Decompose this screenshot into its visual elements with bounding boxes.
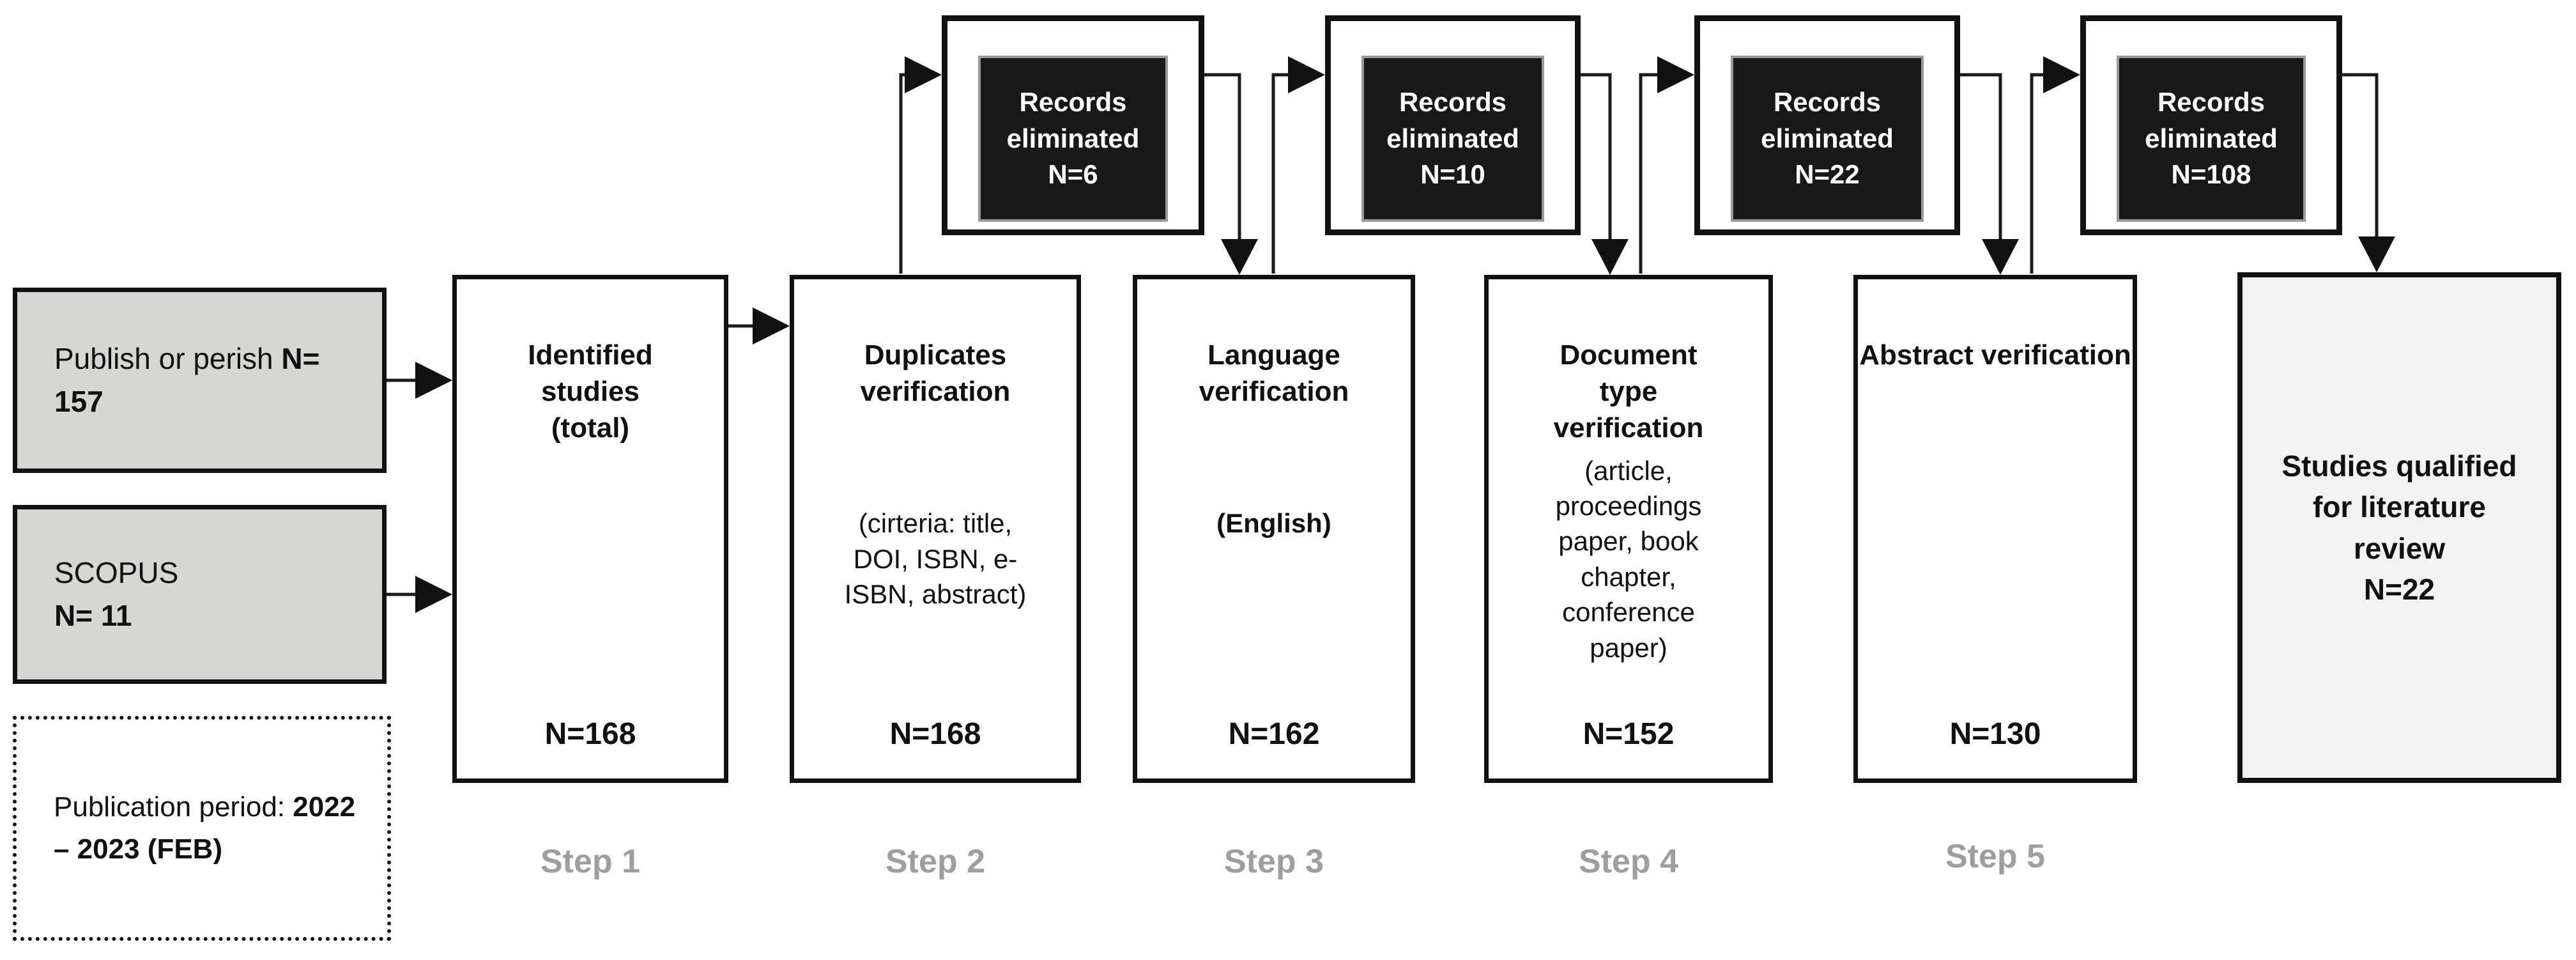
records-eliminated-label: Records eliminated <box>1006 86 1140 153</box>
step-box-document-type-verification: Document type verification (article, pro… <box>1484 275 1773 783</box>
arrow-publish-to-identified <box>387 362 452 399</box>
step-label-1: Step 1 <box>540 843 641 880</box>
arrow-language-to-eliminated-2 <box>1271 56 1325 274</box>
records-eliminated-count: N=22 <box>1795 159 1860 190</box>
arrow-eliminated-1-to-language <box>1204 73 1258 275</box>
records-eliminated-panel-2: Records eliminated N=10 <box>1361 56 1544 222</box>
step-criteria: (article, proceedings paper, book chapte… <box>1555 455 1702 663</box>
arrow-abstract-to-eliminated-4 <box>2030 56 2080 274</box>
publication-period-box: Publication period: 2022 – 2023 (FEB) <box>13 716 391 941</box>
source-text: Publish or perish N= 157 <box>54 337 356 422</box>
step-box-language-verification: Language verification (English) N=162 <box>1133 275 1415 783</box>
result-box-studies-qualified: Studies qualified for literature review … <box>2237 272 2561 783</box>
source-box-publish-or-perish: Publish or perish N= 157 <box>13 288 387 473</box>
arrow-eliminated-4-to-result <box>2342 73 2395 272</box>
publication-period-label: Publication period: <box>54 791 286 823</box>
result-count: N=22 <box>2363 572 2435 606</box>
step-label-5: Step 5 <box>1945 838 2046 875</box>
publication-period-text: Publication period: 2022 – 2023 (FEB) <box>54 786 362 871</box>
source-box-scopus: SCOPUS N= 11 <box>13 505 387 684</box>
step-count: N=162 <box>1228 717 1320 751</box>
publication-period-value: 2022 – 2023 (FEB) <box>54 791 356 865</box>
step-box-abstract-verification: Abstract verification N=130 <box>1853 275 2137 783</box>
arrow-scopus-to-identified <box>387 576 452 613</box>
source-label: Publish or perish <box>54 342 273 376</box>
step-title: Duplicates verification <box>860 339 1011 408</box>
result-title: Studies qualified for literature review <box>2281 449 2517 565</box>
records-eliminated-label: Records eliminated <box>1761 86 1894 153</box>
arrow-duplicates-to-eliminated-1 <box>899 56 942 274</box>
step-box-identified-studies: Identified studies (total) N=168 <box>452 275 728 783</box>
step-title: Identified studies (total) <box>528 339 653 444</box>
step-title: Language verification <box>1199 339 1349 408</box>
records-eliminated-box-2: Records eliminated N=10 <box>1325 15 1581 235</box>
records-eliminated-box-1: Records eliminated N=6 <box>942 15 1204 235</box>
records-eliminated-label: Records eliminated <box>2145 86 2278 153</box>
records-eliminated-count: N=108 <box>2171 159 2251 190</box>
arrow-eliminated-2-to-document-type <box>1581 73 1629 275</box>
step-label-2: Step 2 <box>885 843 986 880</box>
records-eliminated-box-3: Records eliminated N=22 <box>1694 15 1960 235</box>
records-eliminated-box-4: Records eliminated N=108 <box>2080 15 2342 235</box>
records-eliminated-count: N=6 <box>1048 159 1098 190</box>
step-title: Abstract verification <box>1859 339 2131 371</box>
step-count: N=152 <box>1583 717 1675 751</box>
step-count: N=168 <box>544 717 636 751</box>
records-eliminated-panel-1: Records eliminated N=6 <box>978 56 1168 222</box>
source-count: N= 157 <box>54 342 320 418</box>
source-label: SCOPUS <box>54 556 179 590</box>
step-title: Document type verification <box>1553 339 1704 444</box>
records-eliminated-count: N=10 <box>1420 159 1485 190</box>
arrow-identified-to-duplicates <box>728 307 790 345</box>
arrow-eliminated-3-to-abstract <box>1960 73 2019 275</box>
records-eliminated-panel-4: Records eliminated N=108 <box>2117 56 2306 222</box>
records-eliminated-panel-3: Records eliminated N=22 <box>1731 56 1924 222</box>
step-label-3: Step 3 <box>1223 843 1324 880</box>
step-criteria: (cirteria: title, DOI, ISBN, e-ISBN, abs… <box>844 508 1027 610</box>
arrow-document-type-to-eliminated-3 <box>1639 56 1694 274</box>
source-count: N= 11 <box>54 599 132 632</box>
step-label-4: Step 4 <box>1578 843 1679 880</box>
step-box-duplicates-verification: Duplicates verification (cirteria: title… <box>790 275 1081 783</box>
step-criteria: (English) <box>1216 508 1331 539</box>
step-count: N=168 <box>889 717 981 751</box>
step-count: N=130 <box>1949 717 2041 751</box>
records-eliminated-label: Records eliminated <box>1386 86 1519 153</box>
